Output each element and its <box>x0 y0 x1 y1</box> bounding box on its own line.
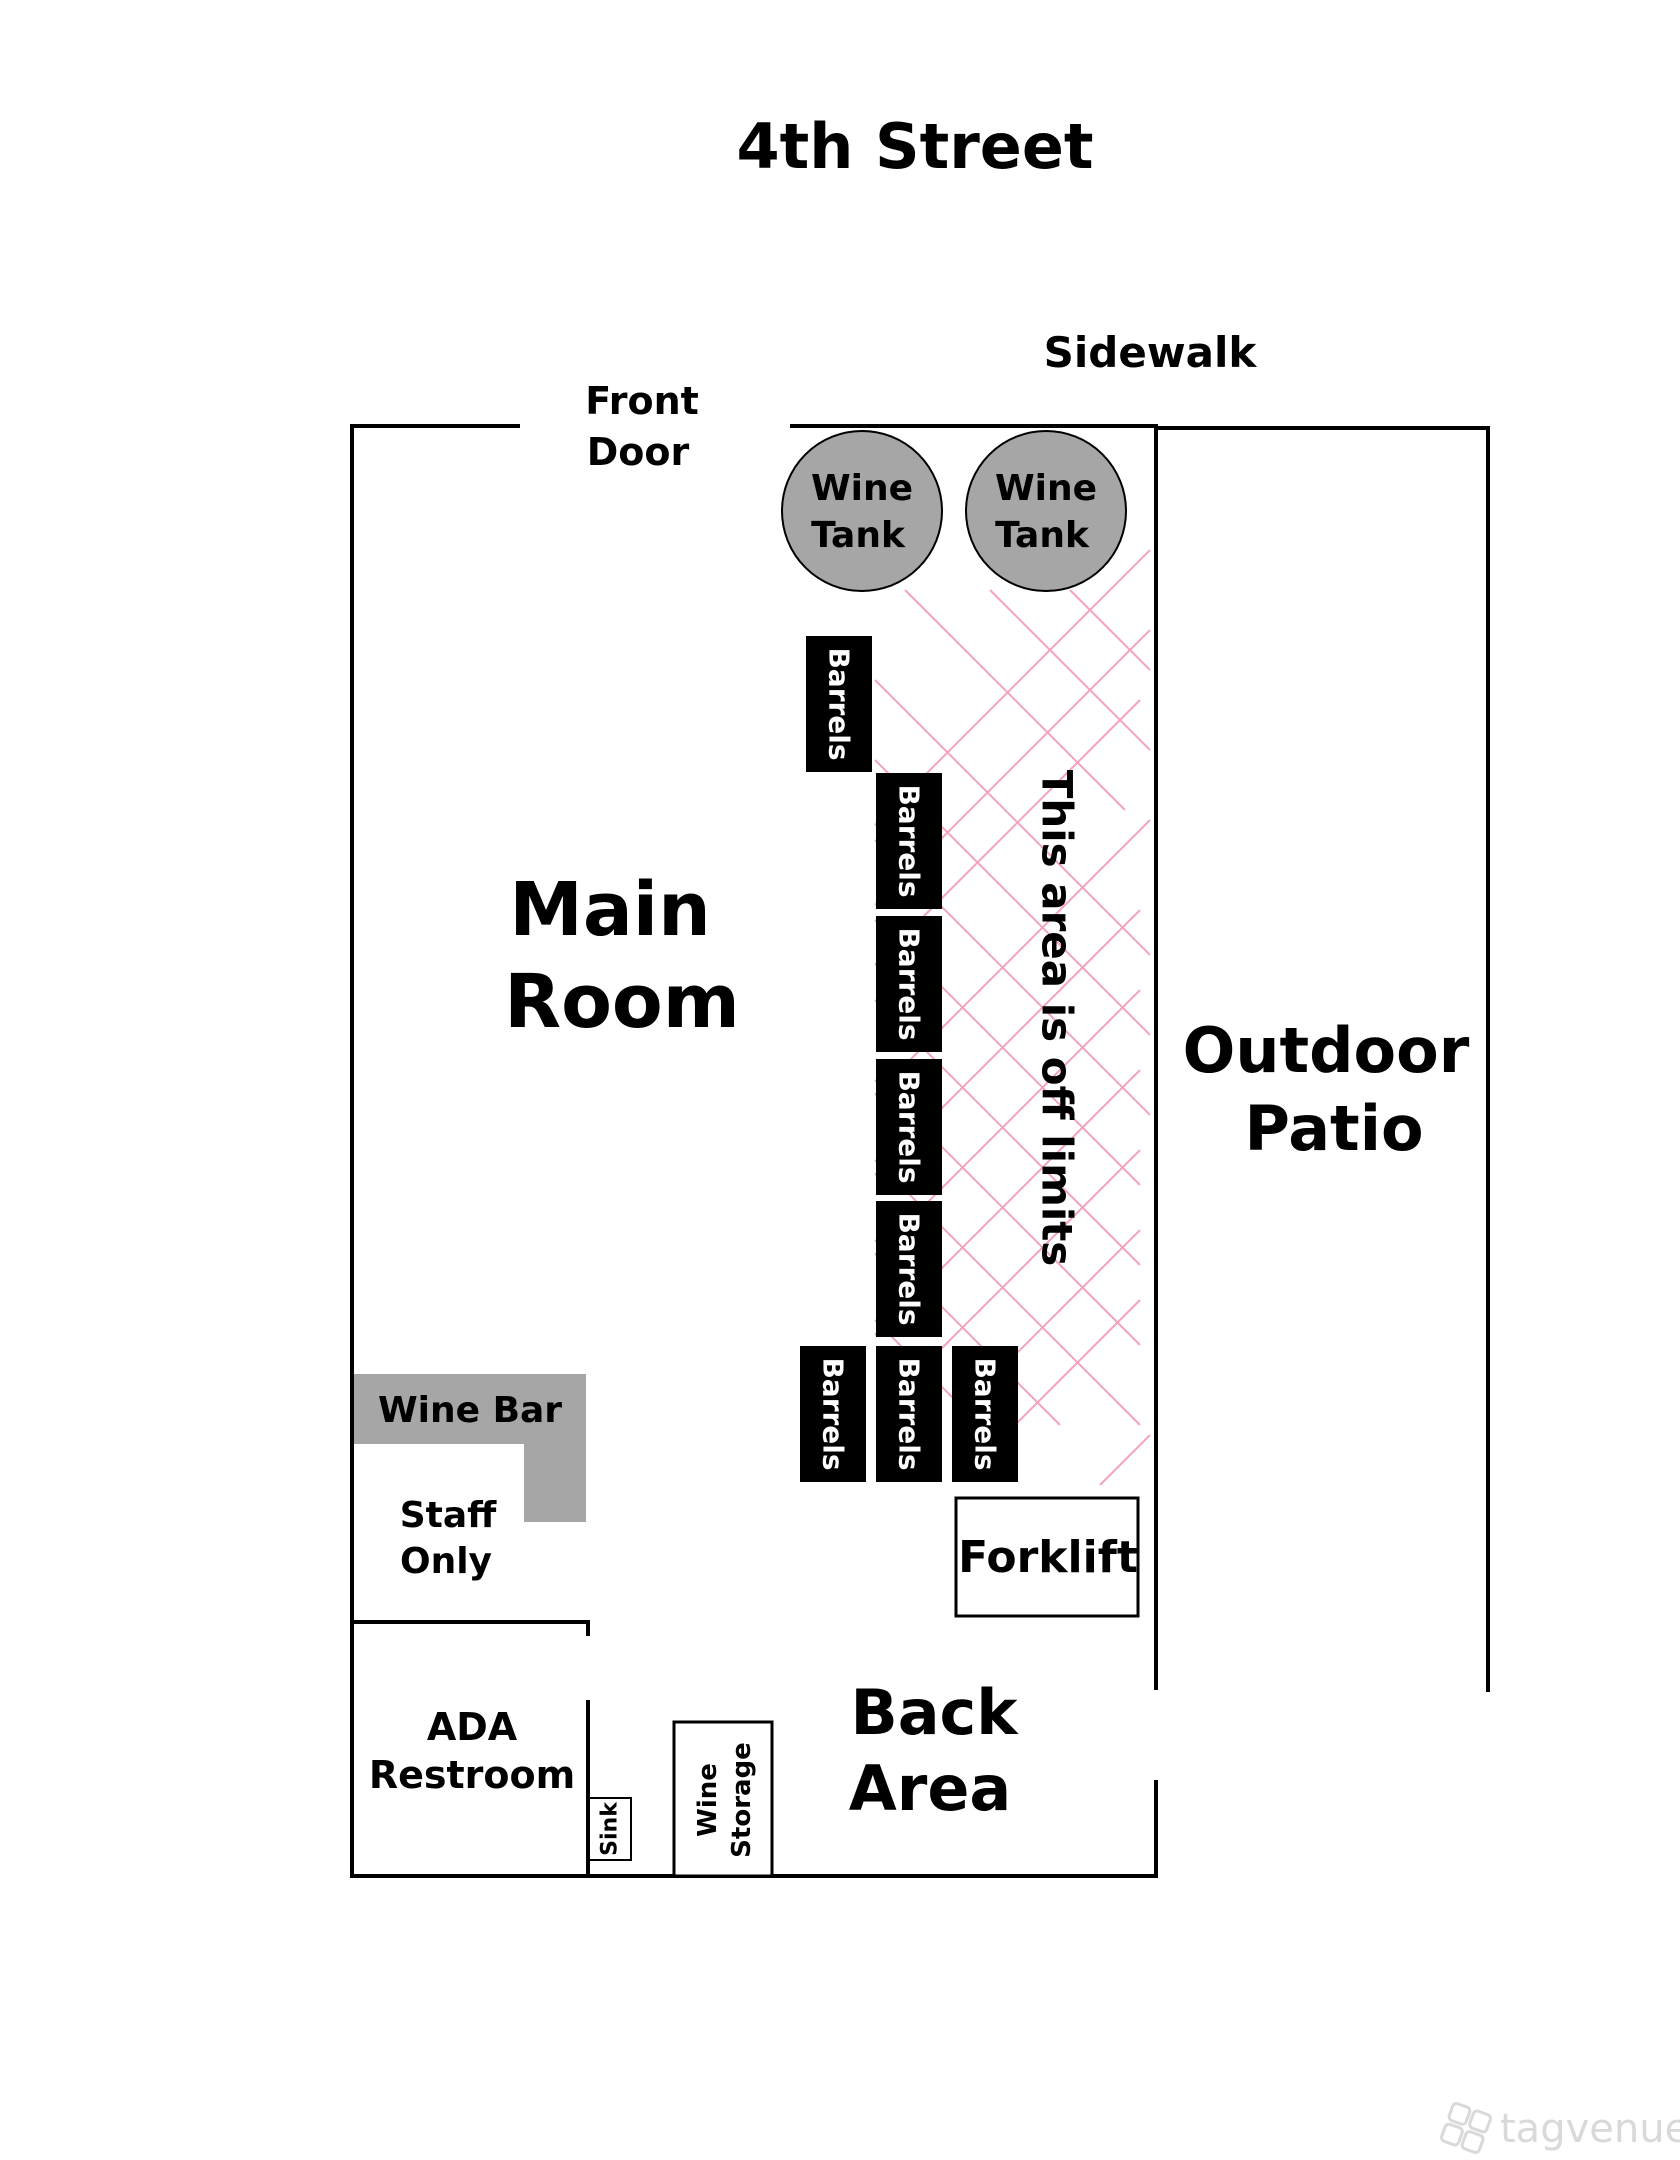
tagvenue-watermark: tagvenue <box>1439 2101 1680 2155</box>
barrels-1-label: Barrels <box>823 647 856 760</box>
tagvenue-logo-icon <box>1439 2101 1493 2155</box>
barrels-8-label: Barrels <box>969 1357 1002 1470</box>
wine-storage: Wine Storage <box>672 1720 774 1878</box>
wine-tank-1-label-line1: Wine <box>811 468 913 509</box>
wine-storage-label-line1: Wine <box>693 1763 723 1837</box>
ada-restroom-label-line1: ADA <box>427 1705 518 1749</box>
ada-restroom-label-line2: Restroom <box>369 1753 575 1797</box>
wine-tank-1: Wine Tank <box>781 430 943 592</box>
wine-tank-2: Wine Tank <box>965 430 1127 592</box>
main-room-label-line2: Room <box>504 959 740 1045</box>
barrels-5-label: Barrels <box>893 1212 926 1325</box>
front-door-label-line2: Door <box>587 430 690 474</box>
sink-label: Sink <box>598 1801 623 1856</box>
barrels-3-label: Barrels <box>893 927 926 1040</box>
barrels-4-label: Barrels <box>893 1070 926 1183</box>
wine-tank-2-label-line2: Tank <box>995 515 1090 556</box>
main-room-label-line1: Main <box>509 867 711 953</box>
staff-only-label-line2: Only <box>400 1541 492 1582</box>
wine-bar: Wine Bar <box>354 1374 586 1522</box>
wine-storage-label-line2: Storage <box>727 1742 757 1858</box>
back-area-label-line1: Back <box>850 1676 1019 1749</box>
barrels-3: Barrels <box>876 916 942 1052</box>
wine-tank-2-label-line1: Wine <box>995 468 1097 509</box>
sidewalk-label: Sidewalk <box>1044 328 1258 377</box>
outdoor-patio-label-line1: Outdoor <box>1183 1014 1470 1087</box>
back-area-label-line2: Area <box>849 1752 1011 1825</box>
forklift: Forklift <box>954 1496 1140 1618</box>
barrels-7-label: Barrels <box>893 1357 926 1470</box>
barrels-4: Barrels <box>876 1059 942 1195</box>
barrels-8: Barrels <box>952 1346 1018 1482</box>
off-limits-label: This area is off limits <box>1033 770 1082 1267</box>
barrels-1: Barrels <box>806 636 872 772</box>
front-door-label-line1: Front <box>585 379 699 423</box>
barrels-7: Barrels <box>876 1346 942 1482</box>
wine-tank-1-label-line2: Tank <box>811 515 906 556</box>
wine-bar-label: Wine Bar <box>378 1390 562 1431</box>
watermark-text: tagvenue <box>1500 2106 1680 2152</box>
sink: Sink <box>588 1797 632 1861</box>
barrels-2-label: Barrels <box>893 784 926 897</box>
barrels-2: Barrels <box>876 773 942 909</box>
outdoor-patio-label-line2: Patio <box>1244 1092 1423 1165</box>
forklift-label: Forklift <box>958 1532 1138 1583</box>
barrels-6: Barrels <box>800 1346 866 1482</box>
barrels-6-label: Barrels <box>817 1357 850 1470</box>
street-label: 4th Street <box>736 110 1093 183</box>
barrels-5: Barrels <box>876 1201 942 1337</box>
staff-only-label-line1: Staff <box>400 1495 497 1536</box>
